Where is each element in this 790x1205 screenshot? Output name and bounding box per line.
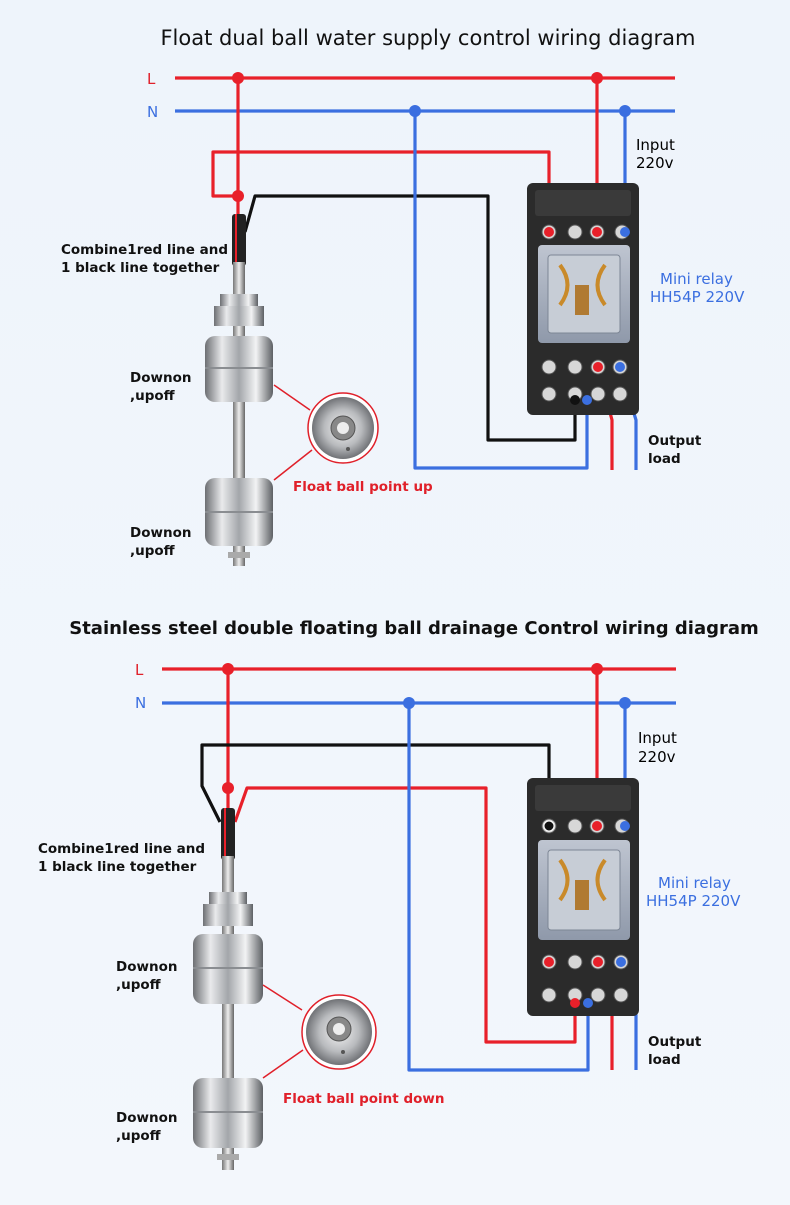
diagram-2-wire-float-to-relay	[233, 786, 577, 1044]
diagram-1-lower-float-label-2: ,upoff	[130, 543, 176, 559]
diagram-1-upper-float-label-2: ,upoff	[130, 388, 176, 404]
diagram-1-combine-line1: Combine1red line and	[61, 242, 228, 258]
diagram-2-title: Stainless steel double floating ball dra…	[69, 618, 759, 639]
diagram-1-label-L: L	[147, 70, 156, 88]
diagram-2-output-label: Output	[648, 1034, 702, 1050]
diagram-1-wire-N-to-relay	[413, 111, 589, 470]
diagram-1-output-label: Output	[648, 433, 702, 449]
diagram-1-load-label: load	[648, 451, 681, 467]
diagram-2-junctions	[222, 663, 631, 794]
diagram-2-combine-line2: 1 black line together	[38, 859, 197, 875]
diagram-1-voltage-label: 220v	[636, 154, 674, 172]
diagram-1-wire-black	[243, 194, 577, 442]
diagram-2-wire-black	[200, 743, 551, 826]
diagram-1-combine-line2: 1 black line together	[61, 260, 220, 276]
diagram-1-input-label: Input	[636, 136, 675, 154]
diagram-2-callout	[262, 984, 377, 1079]
diagram-2-relay	[527, 778, 639, 1016]
diagram-1-junctions	[232, 72, 631, 202]
diagram-1-relay	[527, 183, 639, 415]
diagram-1-lower-float-label-1: Downon	[130, 525, 191, 541]
diagram-1-callout-label: Float ball point up	[293, 479, 433, 495]
diagram-2-lower-float-label-2: ,upoff	[116, 1128, 162, 1144]
diagram-1-relay-model: HH54P 220V	[650, 288, 745, 306]
diagram-2: Stainless steel double floating ball dra…	[38, 618, 759, 1170]
diagram-2-upper-float-label-1: Downon	[116, 959, 177, 975]
diagram-2-label-L: L	[135, 661, 144, 679]
diagram-2-label-N: N	[135, 694, 146, 712]
diagram-2-float-switch	[193, 808, 263, 1170]
diagram-2-combine-line1: Combine1red line and	[38, 841, 205, 857]
diagram-1-float-switch	[205, 214, 273, 566]
diagram-1-wire-float-to-relay	[211, 150, 551, 232]
diagram-1-callout	[273, 384, 379, 481]
diagram-1-relay-name: Mini relay	[660, 270, 733, 288]
diagram-2-upper-float-label-2: ,upoff	[116, 977, 162, 993]
diagram-1-upper-float-label-1: Downon	[130, 370, 191, 386]
diagram-2-lower-float-label-1: Downon	[116, 1110, 177, 1126]
diagram-2-callout-label: Float ball point down	[283, 1091, 444, 1107]
diagram-2-voltage-label: 220v	[638, 748, 676, 766]
diagram-2-relay-model: HH54P 220V	[646, 892, 741, 910]
diagram-1: Float dual ball water supply control wir…	[61, 26, 745, 566]
diagram-2-input-label: Input	[638, 729, 677, 747]
diagram-1-title: Float dual ball water supply control wir…	[160, 26, 695, 50]
diagram-2-load-label: load	[648, 1052, 681, 1068]
diagram-2-relay-name: Mini relay	[658, 874, 731, 892]
diagram-1-label-N: N	[147, 103, 158, 121]
diagram-2-wire-N-to-relay	[407, 703, 590, 1072]
